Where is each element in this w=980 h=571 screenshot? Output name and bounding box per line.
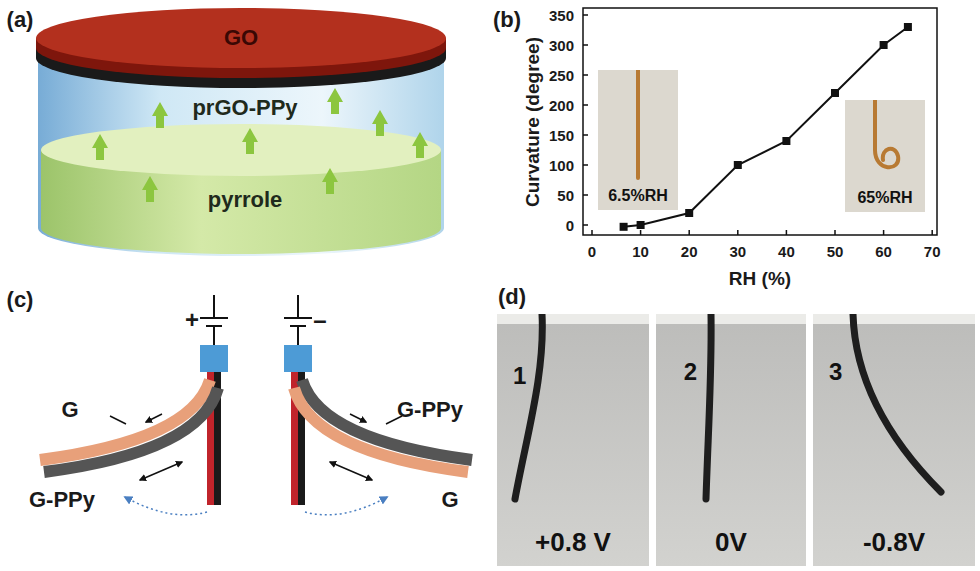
tick-label: 0 (566, 218, 574, 233)
figure-shape (782, 137, 790, 145)
actuator-right (284, 295, 472, 515)
condition-label: 6.5%RH (608, 188, 668, 204)
layer-label: G-PPy (397, 399, 463, 421)
figure-shape (284, 345, 312, 372)
layer-label: G (441, 489, 458, 511)
figure-shape (142, 176, 158, 202)
figure-shape (592, 230, 932, 235)
figure-shape (125, 497, 207, 515)
figure-shape (200, 345, 228, 372)
actuator-photo: 2 0V (656, 314, 806, 566)
figure-shape (350, 414, 402, 424)
tick-label: 50 (827, 244, 844, 259)
figure-shape (322, 168, 338, 194)
callout-number: 2 (684, 360, 697, 384)
layer-label: GO (224, 27, 258, 49)
figure-shape (242, 128, 258, 154)
figure-shape (92, 134, 108, 160)
inset-photo: 65%RH (845, 100, 925, 212)
tick-label: 10 (632, 244, 649, 259)
figure-shape (734, 161, 742, 169)
panel-label: (b) (493, 9, 521, 31)
figure-shape (880, 41, 888, 49)
tick-label: 100 (549, 158, 574, 173)
clamp (656, 314, 806, 324)
figure-shape (904, 23, 912, 31)
figure-shape (327, 88, 343, 114)
figure-shape (110, 414, 162, 424)
panel-label: (c) (7, 289, 34, 311)
figure-shape (330, 462, 372, 480)
figure-shape (620, 223, 628, 231)
layer-label: prGO-PPy (192, 97, 297, 119)
diffusion-arrows (92, 88, 428, 202)
inset-photo: 6.5%RH (598, 70, 678, 210)
tick-label: 0 (588, 244, 596, 259)
axis-title: Curvature (degree) (523, 37, 542, 207)
tick-label: 20 (681, 244, 698, 259)
figure-shape (412, 132, 428, 158)
figure-shape (305, 497, 387, 515)
tick-label: 250 (549, 68, 574, 83)
panel-label: (d) (498, 286, 526, 308)
figure-shape (140, 462, 182, 480)
callout-number: 3 (829, 360, 842, 384)
condition-label: 65%RH (857, 190, 912, 206)
layer-label: G (61, 399, 78, 421)
polarity-sign: – (313, 308, 326, 332)
figure-shape (583, 8, 937, 235)
figure-shape (284, 295, 312, 345)
condition-label: -0.8V (863, 529, 925, 555)
figure-shape (294, 388, 468, 472)
actuator-left (40, 295, 228, 515)
figure-shape (583, 15, 588, 225)
tick-label: 30 (729, 244, 746, 259)
figure-shape (44, 388, 218, 472)
figure-shape (40, 380, 210, 460)
tick-label: 70 (924, 244, 941, 259)
tick-label: 150 (549, 128, 574, 143)
tick-label: 350 (549, 8, 574, 23)
condition-label: 0V (715, 529, 747, 555)
layer-label: G-PPy (29, 489, 95, 511)
tick-label: 40 (778, 244, 795, 259)
figure-shape (36, 8, 446, 68)
figure-shape (637, 221, 645, 229)
tick-label: 300 (549, 38, 574, 53)
figure-shape (152, 102, 168, 128)
film-strip (853, 314, 941, 492)
figure-shape (200, 295, 228, 345)
clamp (813, 314, 975, 324)
film-strip (636, 70, 640, 178)
figure-shape (685, 209, 693, 217)
polarity-sign: + (185, 308, 199, 332)
actuator-photo: 1 +0.8 V (497, 314, 649, 566)
axis-title: RH (%) (729, 269, 791, 288)
clamp (497, 314, 649, 324)
tick-label: 50 (557, 188, 574, 203)
figure-shape (831, 89, 839, 97)
chart-frame (583, 8, 937, 235)
figure-shape (372, 110, 388, 136)
film-strip (875, 100, 898, 167)
layer-label: pyrrole (208, 189, 283, 211)
condition-label: +0.8 V (535, 529, 611, 555)
beaker-illustration (36, 8, 446, 256)
tick-label: 200 (549, 98, 574, 113)
figure-shape (302, 380, 472, 460)
film-strip (515, 314, 542, 499)
panel-label: (a) (7, 9, 34, 31)
actuator-photo: 3 -0.8V (813, 314, 975, 566)
callout-number: 1 (513, 364, 526, 388)
film-strip (706, 314, 711, 499)
tick-label: 60 (875, 244, 892, 259)
